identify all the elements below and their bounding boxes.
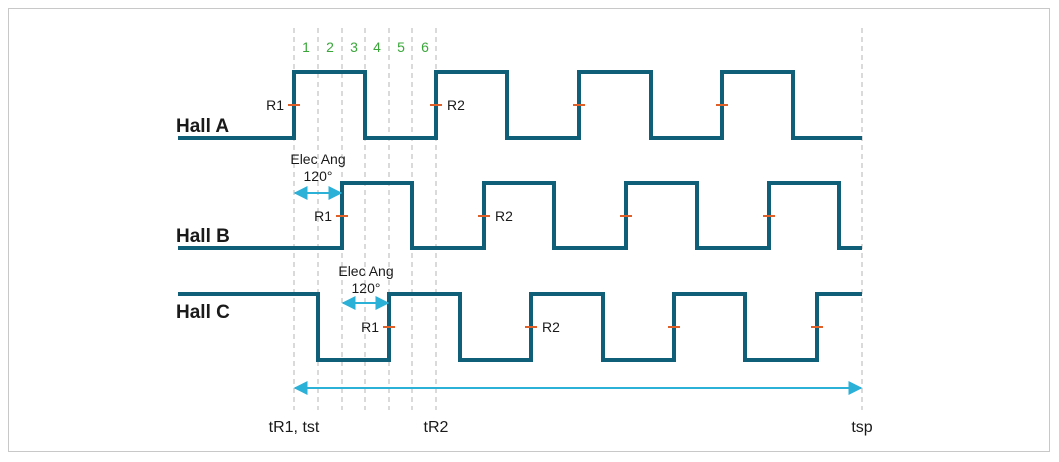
r-tick-marks: [288, 104, 823, 328]
r2-label-hall-b: R2: [495, 208, 513, 224]
r1-label-hall-a: R1: [266, 97, 284, 113]
segment-number: 4: [373, 39, 381, 55]
segment-number: 6: [421, 39, 429, 55]
segment-number: 1: [302, 39, 310, 55]
segment-numbers: 1 2 3 4 5 6: [302, 39, 429, 55]
r1-label-hall-b: R1: [314, 208, 332, 224]
r2-label-hall-a: R2: [447, 97, 465, 113]
segment-number: 3: [350, 39, 358, 55]
hall-b-label: Hall B: [176, 226, 230, 247]
segment-number: 2: [326, 39, 334, 55]
time-marker-start: tR1, tst: [269, 419, 320, 436]
r1-label-hall-c: R1: [361, 319, 379, 335]
elec-angle-value-1: 120°: [304, 168, 333, 184]
segment-number: 5: [397, 39, 405, 55]
r2-label-hall-c: R2: [542, 319, 560, 335]
diagram-frame: [8, 8, 1050, 452]
time-marker-r2: tR2: [424, 419, 449, 436]
elec-angle-value-2: 120°: [352, 280, 381, 296]
hall-a-label: Hall A: [176, 116, 229, 137]
elec-angle-label-1: Elec Ang: [290, 151, 345, 167]
hall-b-waveform: [178, 181, 862, 250]
time-marker-end: tsp: [851, 419, 872, 436]
elec-angle-label-2: Elec Ang: [338, 263, 393, 279]
hall-c-waveform: [178, 292, 862, 362]
hall-c-label: Hall C: [176, 302, 230, 323]
hall-a-waveform: [178, 70, 862, 140]
